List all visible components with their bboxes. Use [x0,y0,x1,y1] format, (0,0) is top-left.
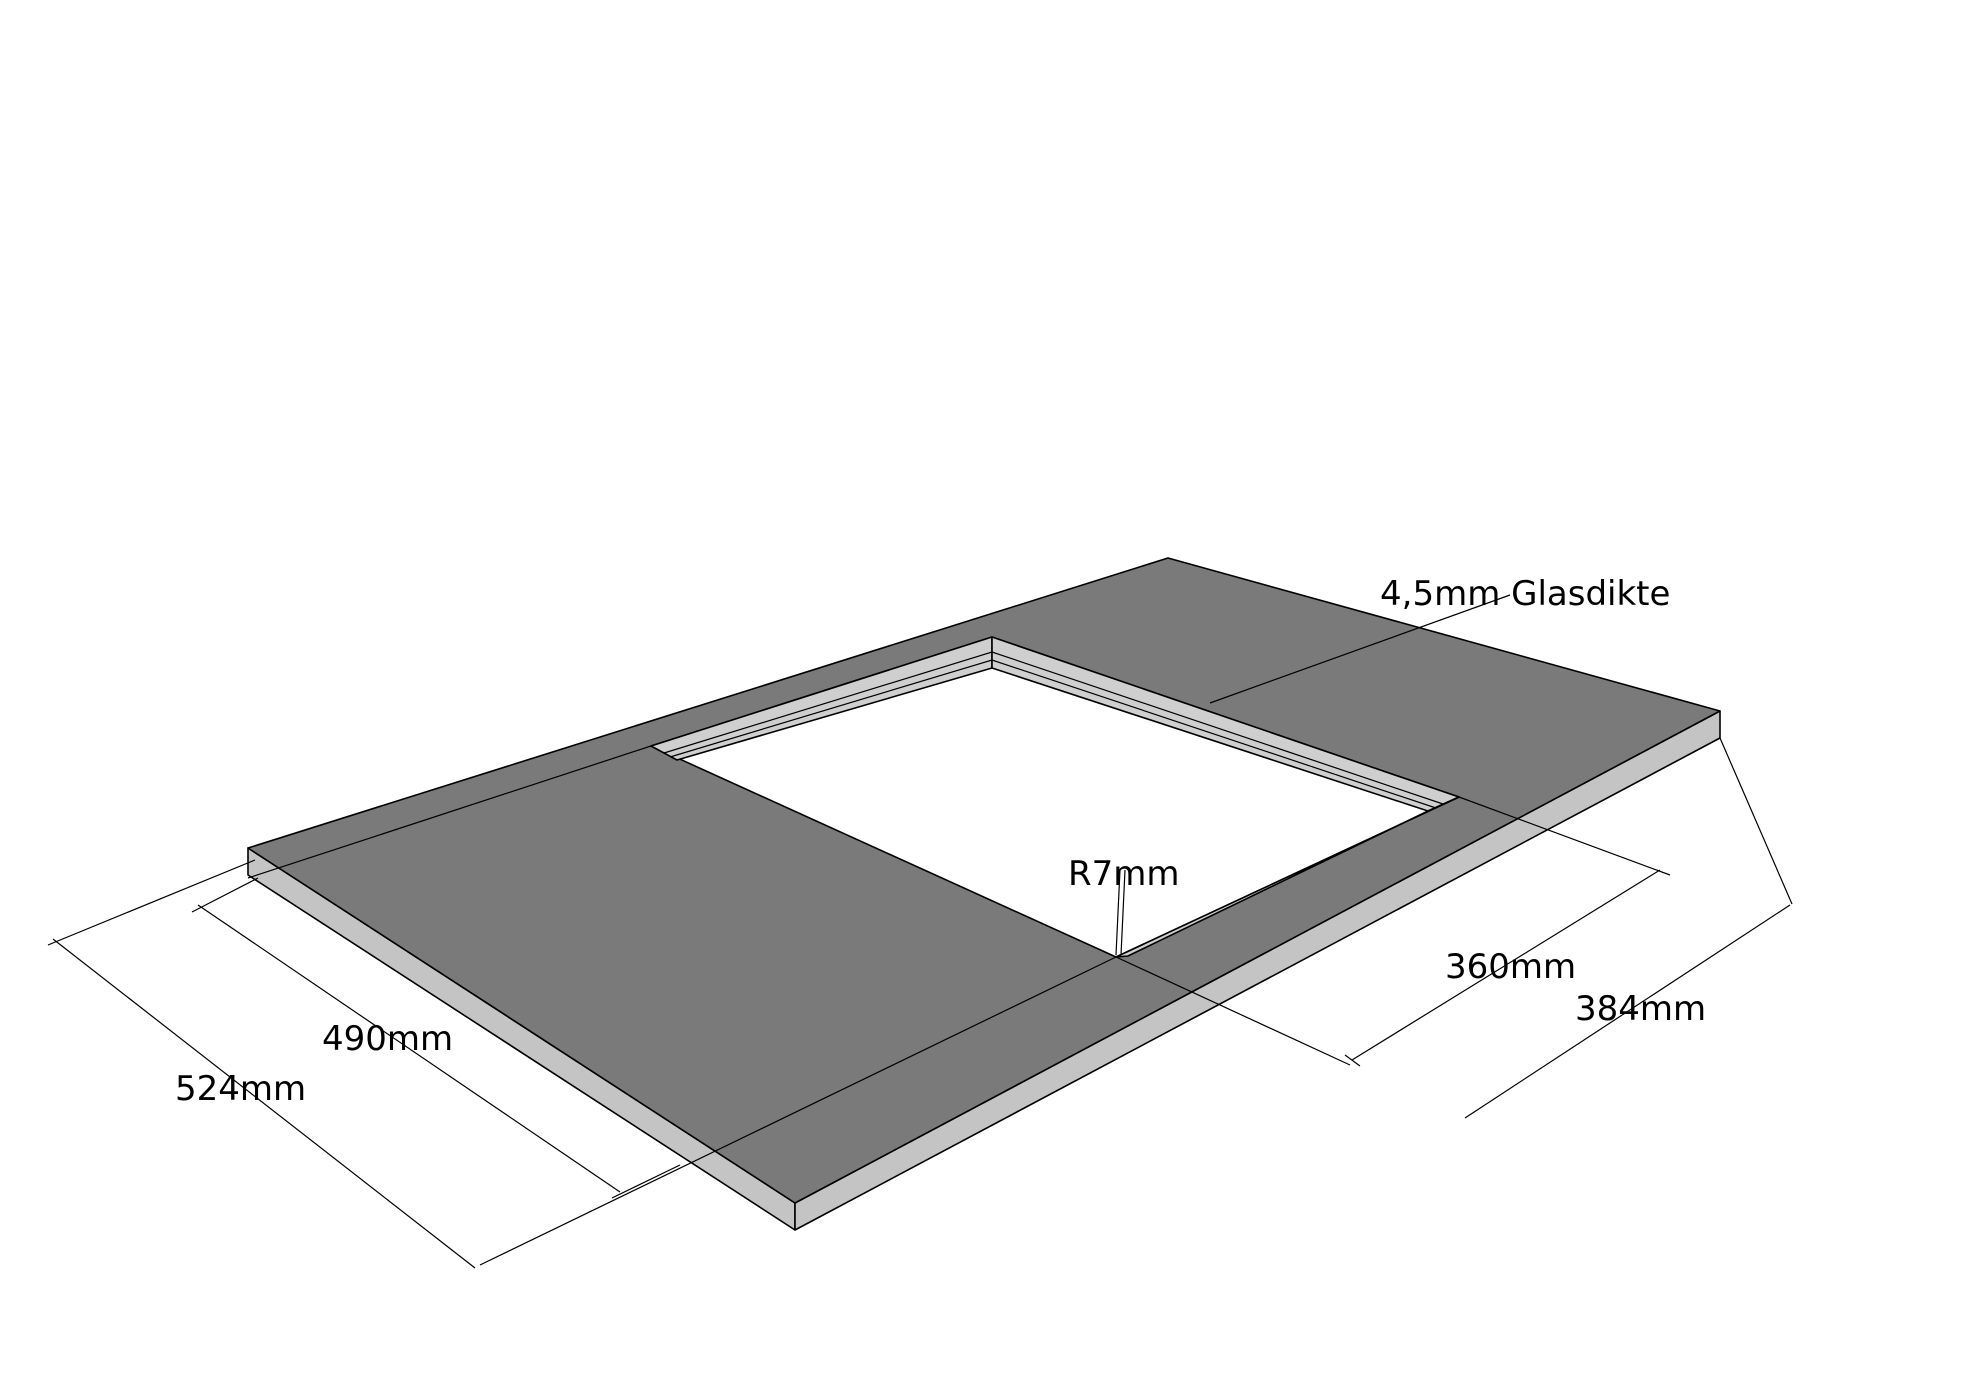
cutout-ledge-line [663,651,1444,805]
dimension-tick [47,859,256,946]
outer-depth-label: 524mm [175,1069,306,1109]
dimension-tick [1344,1054,1361,1067]
extension-line [479,956,1117,1266]
dimension-tick [611,1164,681,1199]
cutout-front-right-face [1115,796,1460,958]
extension-line [247,745,652,879]
glass-thickness-label: 4,5mm Glasdikte [1380,574,1670,614]
cutout-depth-label: 490mm [322,1019,453,1059]
dimension-line-524 [52,938,476,1269]
dimension-line-360 [1351,869,1661,1061]
glass-thickness-leader [1209,594,1511,704]
corner-radius-leader [1115,869,1121,956]
corner-radius-leader [1120,869,1126,956]
corner-radius-label: R7mm [1068,854,1180,894]
outer-width-label: 384mm [1575,989,1706,1029]
dimension-tick [191,877,259,913]
dimension-line-384 [1464,904,1791,1119]
extension-line [1719,737,1793,905]
extension-line [1458,796,1671,876]
cutout-width-label: 360mm [1445,947,1576,987]
extension-line [1115,956,1351,1066]
cutout-ledge-line-inner [669,659,1437,809]
dimension-line-490 [197,904,621,1193]
